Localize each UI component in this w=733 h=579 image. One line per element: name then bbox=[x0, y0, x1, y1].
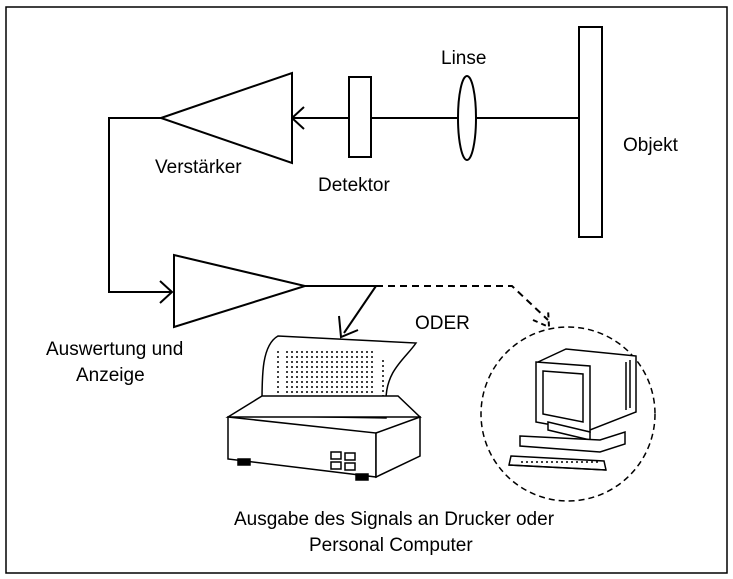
evaluation-label-line2: Anzeige bbox=[76, 365, 145, 386]
amplifier-triangle bbox=[157, 71, 293, 165]
computer-arrow-head bbox=[532, 308, 551, 329]
lens-shape bbox=[457, 75, 477, 161]
output-label-line1: Ausgabe des Signals an Drucker oder bbox=[234, 509, 555, 530]
output-label-line2: Personal Computer bbox=[309, 535, 473, 556]
or-label: ODER bbox=[415, 313, 470, 334]
object-label: Objekt bbox=[623, 135, 679, 156]
printer-arrow-line bbox=[343, 285, 377, 334]
detector-label: Detektor bbox=[318, 175, 390, 196]
computer-dashed-arrow bbox=[376, 285, 549, 321]
computer-dashed-circle bbox=[480, 326, 656, 502]
amplifier-label: Verstärker bbox=[155, 157, 242, 178]
evaluation-triangle bbox=[173, 253, 309, 329]
printer-icon bbox=[225, 335, 422, 481]
lens-label: Linse bbox=[441, 48, 486, 69]
printer-arrow-head bbox=[338, 315, 359, 339]
object-bar bbox=[578, 26, 603, 238]
arrow-to-evaluation bbox=[159, 280, 174, 304]
detector-box bbox=[348, 76, 372, 158]
personal-computer-icon bbox=[508, 348, 637, 471]
amplifier-to-evaluation-line bbox=[108, 117, 172, 293]
evaluation-label-line1: Auswertung und bbox=[46, 339, 183, 360]
